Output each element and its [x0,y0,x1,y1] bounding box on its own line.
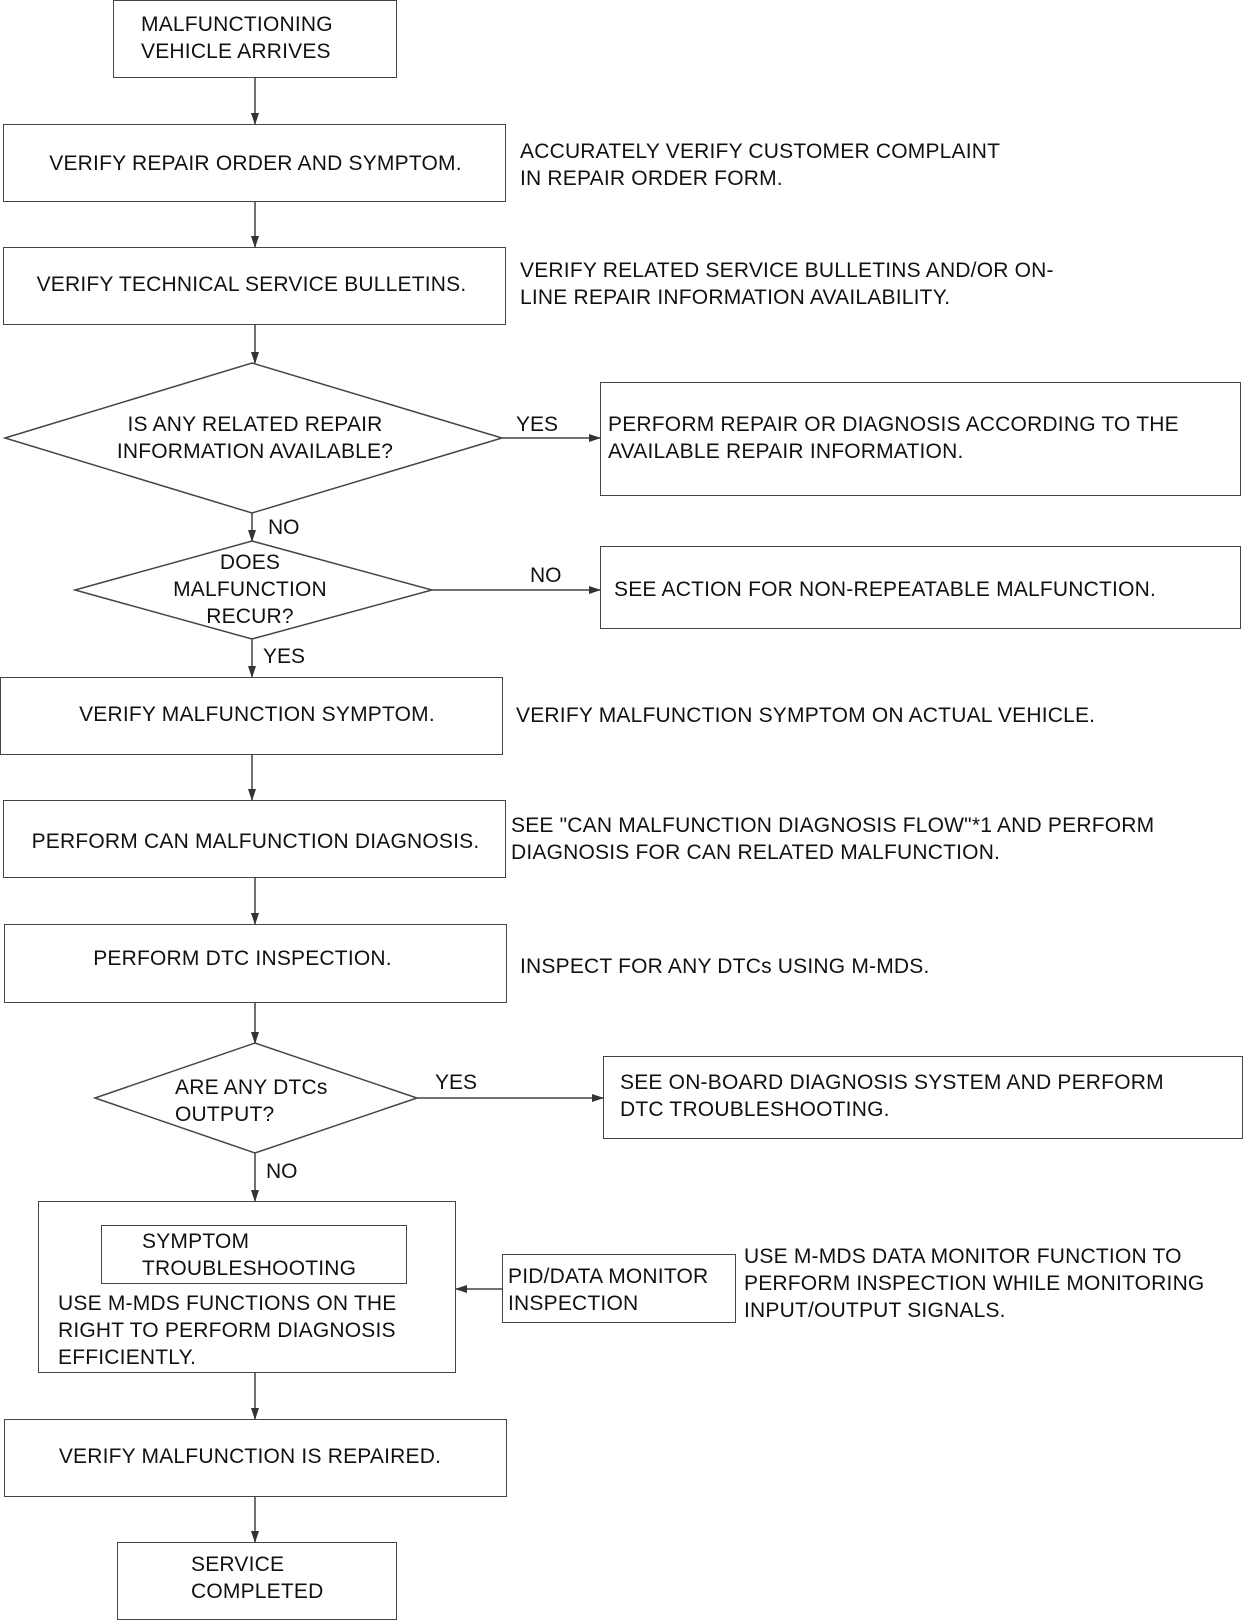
note-can-diagnosis: SEE "CAN MALFUNCTION DIAGNOSIS FLOW"*1 A… [511,814,1155,864]
step-pid-data-monitor-text: PID/DATA MONITOR INSPECTION [508,1265,709,1315]
step-symptom-troubleshooting: SYMPTOM TROUBLESHOOTING USE M-MDS FUNCTI… [38,1201,456,1373]
note-verify-repair-order: ACCURATELY VERIFY CUSTOMER COMPLAINT IN … [520,140,1001,190]
label-dtc-yes: YES [435,1071,478,1094]
note-pid-data-monitor: USE M-MDS DATA MONITOR FUNCTION TO PERFO… [744,1245,1205,1322]
label-info-no: NO [268,516,300,539]
step-dtc-inspection-text: PERFORM DTC INSPECTION. [93,947,392,970]
step-can-diagnosis-text: PERFORM CAN MALFUNCTION DIAGNOSIS. [31,830,480,853]
step-dtc-inspection: PERFORM DTC INSPECTION. [4,924,507,1003]
step-verify-repair-order: VERIFY REPAIR ORDER AND SYMPTOM. [3,124,506,202]
note-verify-symptom: VERIFY MALFUNCTION SYMPTOM ON ACTUAL VEH… [516,704,1096,727]
decision-dtc-text: ARE ANY DTCs OUTPUT? [175,1076,328,1126]
label-recur-yes: YES [263,645,306,668]
step-vehicle-arrives: MALFUNCTIONING VEHICLE ARRIVES [113,0,397,78]
step-perform-repair-text: PERFORM REPAIR OR DIAGNOSIS ACCORDING TO… [608,413,1179,463]
step-verify-repaired: VERIFY MALFUNCTION IS REPAIRED. [4,1419,507,1497]
symptom-troubleshooting-title: SYMPTOM TROUBLESHOOTING [142,1230,357,1280]
note-dtc-inspection: INSPECT FOR ANY DTCs USING M-MDS. [520,955,930,978]
step-can-diagnosis: PERFORM CAN MALFUNCTION DIAGNOSIS. [3,800,506,878]
step-dtc-troubleshooting: SEE ON-BOARD DIAGNOSIS SYSTEM AND PERFOR… [603,1056,1243,1139]
step-non-repeatable: SEE ACTION FOR NON-REPEATABLE MALFUNCTIO… [600,546,1241,629]
step-vehicle-arrives-text: MALFUNCTIONING VEHICLE ARRIVES [141,13,333,63]
step-pid-data-monitor: PID/DATA MONITOR INSPECTION [502,1254,736,1323]
step-service-completed-text: SERVICE COMPLETED [191,1553,324,1603]
step-verify-symptom: VERIFY MALFUNCTION SYMPTOM. [0,677,503,755]
label-recur-no: NO [530,564,562,587]
step-service-completed: SERVICE COMPLETED [117,1542,397,1620]
label-dtc-no: NO [266,1160,298,1183]
decision-recur-text: DOES MALFUNCTION RECUR? [173,551,327,628]
note-verify-tsb: VERIFY RELATED SERVICE BULLETINS AND/OR … [520,259,1054,309]
label-info-yes: YES [516,413,559,436]
step-dtc-troubleshooting-text: SEE ON-BOARD DIAGNOSIS SYSTEM AND PERFOR… [620,1071,1164,1121]
symptom-troubleshooting-title-box: SYMPTOM TROUBLESHOOTING [101,1225,407,1284]
step-non-repeatable-text: SEE ACTION FOR NON-REPEATABLE MALFUNCTIO… [614,578,1157,601]
step-verify-tsb: VERIFY TECHNICAL SERVICE BULLETINS. [3,247,506,325]
symptom-troubleshooting-body: USE M-MDS FUNCTIONS ON THE RIGHT TO PERF… [58,1292,397,1369]
step-verify-symptom-text: VERIFY MALFUNCTION SYMPTOM. [79,703,435,726]
step-verify-repair-order-text: VERIFY REPAIR ORDER AND SYMPTOM. [49,152,462,175]
step-perform-repair: PERFORM REPAIR OR DIAGNOSIS ACCORDING TO… [600,382,1241,496]
step-verify-repaired-text: VERIFY MALFUNCTION IS REPAIRED. [58,1445,442,1468]
decision-info-text: IS ANY RELATED REPAIR INFORMATION AVAILA… [116,413,394,463]
step-verify-tsb-text: VERIFY TECHNICAL SERVICE BULLETINS. [36,273,467,296]
